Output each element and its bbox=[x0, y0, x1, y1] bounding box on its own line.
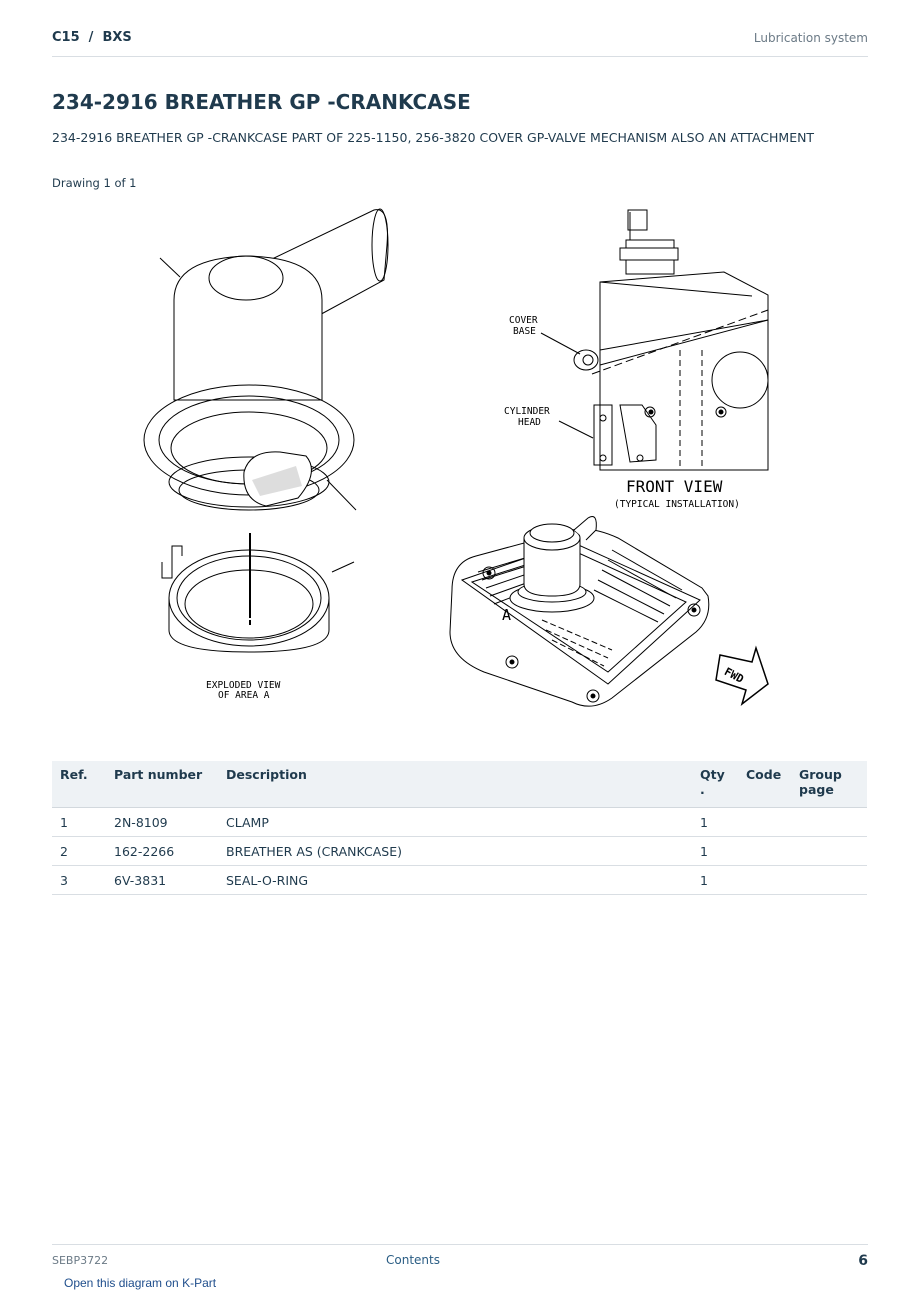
front-view-label: FRONT VIEW bbox=[626, 477, 723, 496]
cylinder-head-line2: HEAD bbox=[518, 417, 541, 428]
row-part-number: 162-2266 bbox=[106, 836, 218, 866]
parts-table: Ref. Part number Description Qty. Code G… bbox=[52, 761, 867, 895]
header-qty-line1: Qty bbox=[700, 767, 725, 782]
header-group-line1: Group bbox=[799, 767, 842, 782]
header-part-number: Part number bbox=[106, 761, 218, 808]
row-ref: 2 bbox=[52, 836, 106, 866]
table-header-row: Ref. Part number Description Qty. Code G… bbox=[52, 761, 867, 808]
drawing-label: Drawing 1 of 1 bbox=[52, 176, 137, 190]
cylinder-head-line1: CYLINDER bbox=[504, 406, 550, 417]
section-label: Lubrication system bbox=[753, 31, 868, 45]
page-number: 6 bbox=[858, 1253, 868, 1269]
exploded-view-line1: EXPLODED VIEW bbox=[206, 680, 281, 691]
row-qty: 1 bbox=[692, 807, 738, 837]
table-row: 3 6V-3831 SEAL-O-RING 1 bbox=[52, 865, 867, 895]
header-qty-line2: . bbox=[700, 782, 705, 797]
row-ref: 1 bbox=[52, 807, 106, 837]
page-header: C15 / BXS Lubrication system bbox=[52, 28, 868, 57]
area-a-label: A bbox=[502, 606, 511, 624]
row-group-page bbox=[791, 865, 867, 895]
row-part-number: 2N-8109 bbox=[106, 807, 218, 837]
table-row: 1 2N-8109 CLAMP 1 bbox=[52, 807, 867, 837]
row-description: CLAMP bbox=[218, 807, 692, 837]
model-label: C15 / BXS bbox=[52, 30, 132, 45]
document-number: SEBP3722 bbox=[52, 1254, 109, 1267]
row-qty: 1 bbox=[692, 836, 738, 866]
header-qty: Qty. bbox=[692, 761, 738, 808]
cover-base-line1: COVER bbox=[509, 315, 538, 326]
row-description: BREATHER AS (CRANKCASE) bbox=[218, 836, 692, 866]
header-description: Description bbox=[218, 761, 692, 808]
row-code bbox=[738, 865, 791, 895]
valve-cover-illustration: A FWD bbox=[449, 516, 769, 707]
front-view-illustration: COVER BASE CYLINDER HEAD FRONT VIEW (TYP… bbox=[504, 209, 769, 510]
header-group-line2: page bbox=[799, 782, 834, 797]
row-group-page bbox=[791, 836, 867, 866]
row-ref: 3 bbox=[52, 865, 106, 895]
exploded-view-line2: OF AREA A bbox=[218, 690, 270, 701]
row-group-page bbox=[791, 807, 867, 837]
header-code: Code bbox=[738, 761, 791, 808]
header-ref: Ref. bbox=[52, 761, 106, 808]
page-subtitle: 234-2916 BREATHER GP -CRANKCASE PART OF … bbox=[52, 130, 815, 145]
table-row: 2 162-2266 BREATHER AS (CRANKCASE) 1 bbox=[52, 836, 867, 866]
row-description: SEAL-O-RING bbox=[218, 865, 692, 895]
row-code bbox=[738, 836, 791, 866]
row-code bbox=[738, 807, 791, 837]
contents-link[interactable]: Contents bbox=[386, 1253, 440, 1267]
cover-base-line2: BASE bbox=[513, 326, 536, 337]
kpart-link[interactable]: Open this diagram on K-Part bbox=[64, 1276, 217, 1290]
row-part-number: 6V-3831 bbox=[106, 865, 218, 895]
exploded-view-illustration: EXPLODED VIEW OF AREA A bbox=[143, 208, 389, 701]
page-footer: SEBP3722 Contents 6 bbox=[52, 1244, 868, 1275]
row-qty: 1 bbox=[692, 865, 738, 895]
typical-installation-label: (TYPICAL INSTALLATION) bbox=[614, 499, 740, 510]
page-title: 234-2916 BREATHER GP -CRANKCASE bbox=[52, 90, 471, 114]
parts-drawing: EXPLODED VIEW OF AREA A COVER BASE CYLIN… bbox=[143, 208, 769, 707]
